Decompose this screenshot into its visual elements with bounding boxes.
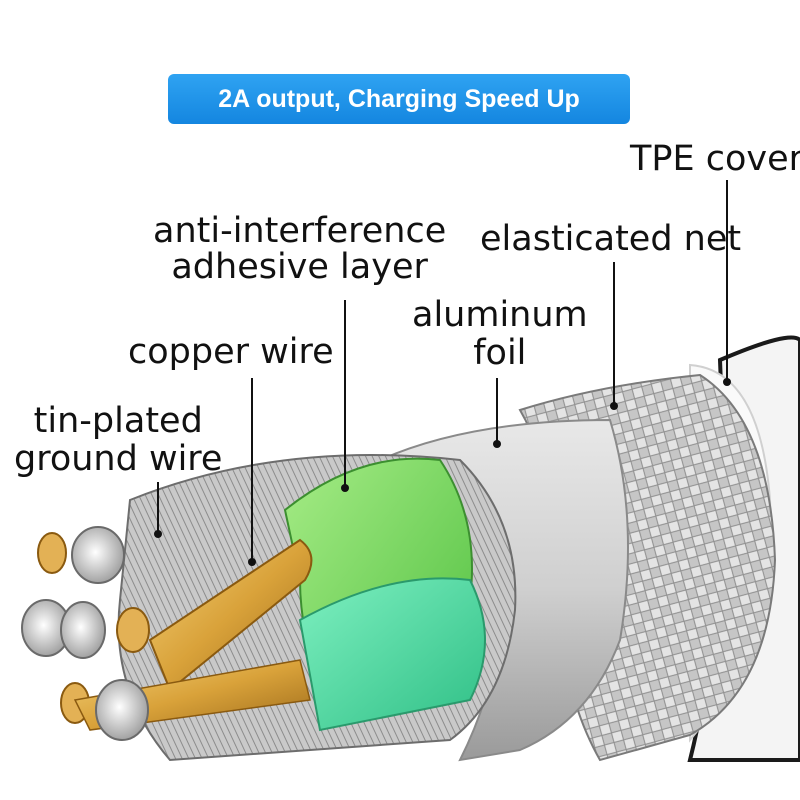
- leader-dot-copper: [248, 558, 256, 566]
- copper-end-top: [37, 532, 67, 574]
- label-tin-plated-line1: tin-plated: [33, 401, 203, 441]
- label-tin-plated: tin-plated ground wire: [14, 402, 222, 478]
- leader-dot-tin: [154, 530, 162, 538]
- tin-strand-end: [71, 526, 125, 584]
- label-aluminum-line1: aluminum: [412, 295, 588, 335]
- leader-dot-anti: [341, 484, 349, 492]
- tin-strand-end: [95, 679, 149, 741]
- leader-dot-alu: [493, 440, 501, 448]
- label-aluminum-line2: foil: [473, 333, 527, 373]
- label-tin-plated-line2: ground wire: [14, 439, 223, 479]
- label-anti-interference-line1: anti-interference: [153, 211, 447, 251]
- leader-dot-tpe: [723, 378, 731, 386]
- copper-end-mid: [116, 607, 150, 653]
- leader-dot-net: [610, 402, 618, 410]
- label-copper-wire: copper wire: [128, 332, 334, 372]
- label-anti-interference-line2: adhesive layer: [171, 247, 428, 287]
- label-anti-interference: anti-interference adhesive layer: [153, 212, 446, 286]
- tin-plated-strands: [21, 526, 149, 741]
- teal-layer-shape: [298, 577, 486, 732]
- banner: 2A output, Charging Speed Up: [168, 74, 630, 124]
- tin-strand-end: [60, 601, 106, 659]
- label-aluminum-foil: aluminum foil: [412, 296, 588, 372]
- label-elasticated-net: elasticated net: [480, 219, 742, 259]
- label-tpe-cover: TPE cover: [630, 139, 800, 179]
- copper-wire-shape: [148, 538, 313, 692]
